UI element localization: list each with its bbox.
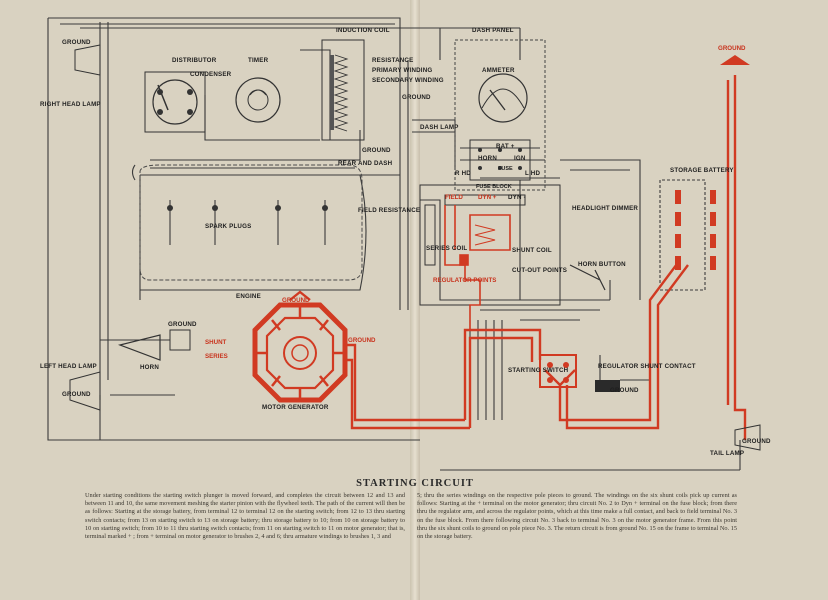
label-regulator-shunt-contact: REGULATOR SHUNT CONTACT: [598, 363, 696, 370]
motor-generator: [252, 302, 348, 403]
label-rhd: R HD: [455, 170, 471, 177]
label-ground-reg: GROUND: [610, 387, 639, 394]
label-horn: HORN: [140, 364, 159, 371]
engine-outline: [139, 164, 363, 281]
label-series: SERIES: [205, 353, 228, 360]
label-condenser: CONDENSER: [190, 71, 232, 78]
starting-circuit-red: [289, 75, 747, 440]
label-ammeter: AMMETER: [482, 67, 515, 74]
storage-battery-cells: [675, 190, 716, 270]
label-ground-horn: GROUND: [168, 321, 197, 328]
label-ground-dash: GROUND: [402, 94, 431, 101]
label-field: FIELD: [445, 194, 463, 201]
label-ground-coil: GROUND: [362, 147, 391, 154]
light-switch-block: [469, 139, 531, 181]
label-resistance: RESISTANCE: [372, 57, 413, 64]
label-induction-coil: INDUCTION COIL: [336, 27, 390, 34]
induction-coil: [321, 39, 365, 141]
starting-switch: [539, 354, 577, 388]
label-headlight-dimmer: HEADLIGHT DIMMER: [572, 205, 638, 212]
label-motor-generator: MOTOR GENERATOR: [262, 404, 329, 411]
label-horn-sw: HORN: [478, 155, 497, 162]
label-ground-bl: GROUND: [62, 391, 91, 398]
wiring-diagram: GROUND RIGHT HEAD LAMP DISTRIBUTOR CONDE…: [40, 17, 771, 471]
left-head-lamp-shape: [69, 371, 101, 411]
ammeter: [478, 73, 528, 123]
distributor-assembly: [144, 71, 206, 133]
label-dash-lamp: DASH LAMP: [420, 124, 459, 131]
label-secondary-winding: SECONDARY WINDING: [372, 77, 444, 84]
label-horn-button: HORN BUTTON: [578, 261, 626, 268]
caption-title: STARTING CIRCUIT: [356, 478, 474, 489]
label-starting-switch: STARTING SWITCH: [508, 367, 569, 374]
label-fuse: FUSE: [498, 166, 513, 172]
label-ground-mg-right: GROUND: [348, 337, 376, 344]
label-primary-winding: PRIMARY WINDING: [372, 67, 432, 74]
horn-junction: [169, 329, 191, 351]
caption-text-left: Under starting conditions the starting s…: [85, 492, 405, 541]
label-regulator-points: REGULATOR POINTS: [433, 277, 496, 284]
label-tail-lamp: TAIL LAMP: [710, 450, 744, 457]
label-shunt: SHUNT: [205, 339, 227, 346]
caption: STARTING CIRCUIT Under starting conditio…: [85, 478, 745, 540]
label-right-head-lamp: RIGHT HEAD LAMP: [40, 101, 101, 108]
label-bat: BAT +: [496, 143, 515, 150]
page-fold: [410, 0, 420, 600]
label-field-resistance: FIELD RESISTANCE: [358, 207, 420, 214]
label-dyn-minus: DYN -: [508, 194, 526, 201]
label-storage-battery: STORAGE BATTERY: [670, 167, 734, 174]
ground-red-symbol: [720, 55, 750, 65]
caption-text-right: 5; thru the series windings on the respe…: [417, 492, 737, 541]
label-timer: TIMER: [248, 57, 269, 64]
black-wiring: [47, 17, 741, 471]
regulator-red: [444, 205, 511, 330]
label-ground-red-top: GROUND: [718, 45, 746, 52]
label-fuse-block: FUSE BLOCK: [476, 184, 512, 190]
horn-button-shape: [569, 264, 606, 291]
label-cut-out-points: CUT-OUT POINTS: [512, 267, 567, 274]
tail-lamp-shape: [734, 424, 761, 451]
fuse-block: [419, 184, 561, 306]
label-series-coil: SERIES COIL: [426, 245, 467, 252]
label-ground-tail: GROUND: [742, 438, 771, 445]
label-ground-tl: GROUND: [62, 39, 91, 46]
label-left-head-lamp: LEFT HEAD LAMP: [40, 363, 97, 370]
label-engine: ENGINE: [236, 293, 261, 300]
label-dash-panel: DASH PANEL: [472, 27, 514, 34]
label-shunt-coil: SHUNT COIL: [512, 247, 552, 254]
label-ground-mg: GROUND: [282, 297, 310, 304]
label-distributor: DISTRIBUTOR: [172, 57, 217, 64]
horn-shape: [117, 334, 161, 361]
regulator-shunt-contact-shape: [595, 380, 620, 392]
label-ign: IGN: [514, 155, 526, 162]
label-rear-and-dash: REAR AND DASH: [338, 160, 393, 167]
spark-plugs: [167, 205, 328, 211]
timer-assembly: [235, 77, 281, 123]
label-lhd: L HD: [525, 170, 540, 177]
label-spark-plugs: SPARK PLUGS: [205, 223, 251, 230]
right-head-lamp-shape: [74, 44, 101, 76]
dash-panel-outline: [454, 39, 546, 191]
label-dyn-plus: DYN +: [478, 194, 497, 201]
